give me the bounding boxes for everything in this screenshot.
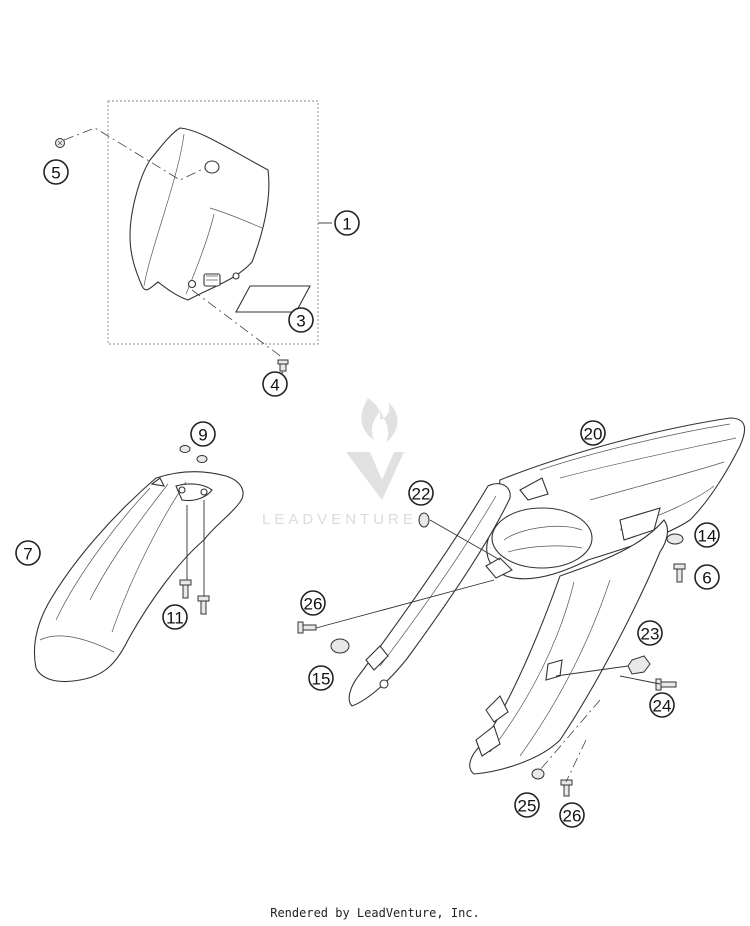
svg-text:4: 4 <box>270 376 279 395</box>
screw-26-right <box>560 779 573 797</box>
callout-26-left: 26 <box>300 590 326 616</box>
screw-24 <box>655 678 677 691</box>
callout-9: 9 <box>190 421 216 447</box>
watermark-logo: LEADVENTURE <box>262 398 417 528</box>
svg-text:22: 22 <box>412 485 431 504</box>
render-credit: Rendered by LeadVenture, Inc. <box>270 906 480 920</box>
cap-15 <box>330 638 350 654</box>
svg-text:6: 6 <box>702 569 711 588</box>
right-side-panel <box>469 519 669 775</box>
callout-24: 24 <box>649 692 675 718</box>
grommet-22 <box>418 512 430 528</box>
svg-text:26: 26 <box>304 595 323 614</box>
screw-6 <box>673 563 686 583</box>
svg-text:25: 25 <box>518 797 537 816</box>
callout-22: 22 <box>408 480 434 506</box>
callout-23: 23 <box>637 620 663 646</box>
callout-7: 7 <box>15 540 41 566</box>
callout-5: 5 <box>43 159 69 185</box>
screw-5 <box>55 138 65 148</box>
front-fender <box>33 471 244 683</box>
callout-26-right: 26 <box>559 802 585 828</box>
screw-4 <box>277 359 289 372</box>
svg-text:14: 14 <box>698 527 717 546</box>
svg-text:24: 24 <box>653 697 672 716</box>
svg-text:1: 1 <box>342 215 351 234</box>
assembly-line-4 <box>191 289 284 359</box>
callout-6: 6 <box>694 564 720 590</box>
svg-text:11: 11 <box>166 609 184 628</box>
watermark-text: LEADVENTURE <box>262 511 417 528</box>
screw-26-left <box>297 621 317 634</box>
number-plate <box>129 127 270 301</box>
svg-text:15: 15 <box>312 670 331 689</box>
left-side-panel <box>348 483 511 707</box>
washer-25 <box>531 768 545 780</box>
callout-14: 14 <box>694 522 720 548</box>
callout-4: 4 <box>262 371 288 397</box>
callout-1: 1 <box>334 210 360 236</box>
svg-text:23: 23 <box>641 625 660 644</box>
assembly-line-rear <box>539 699 601 783</box>
svg-text:20: 20 <box>584 425 603 444</box>
callout-20: 20 <box>580 420 606 446</box>
svg-text:3: 3 <box>296 312 305 331</box>
screw-11 <box>179 579 210 615</box>
svg-text:5: 5 <box>51 164 60 183</box>
callout-3: 3 <box>288 307 314 333</box>
callout-25: 25 <box>514 792 540 818</box>
svg-text:9: 9 <box>198 426 207 445</box>
callout-11: 11 <box>162 604 188 630</box>
washer-9 <box>179 445 208 463</box>
nut-23 <box>627 655 651 675</box>
grommet-14 <box>666 533 684 545</box>
assembly-line-5 <box>63 127 206 181</box>
callout-15: 15 <box>308 665 334 691</box>
number-plate-kit-box <box>107 100 319 345</box>
svg-text:7: 7 <box>23 545 32 564</box>
svg-text:26: 26 <box>563 807 582 826</box>
rear-fender <box>485 417 746 580</box>
